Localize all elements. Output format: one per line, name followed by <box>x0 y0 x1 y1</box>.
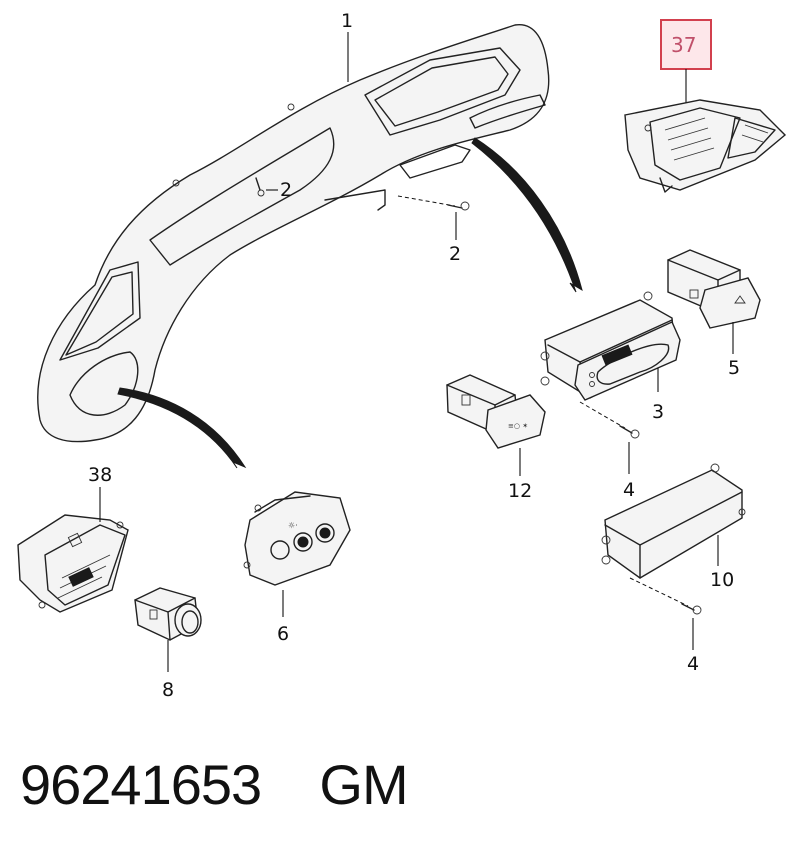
callout-6: 6 <box>277 623 289 645</box>
arrow-icon <box>471 137 583 293</box>
dashboard-panel <box>37 24 550 443</box>
callout-2-lower: 2 <box>449 243 461 265</box>
svg-text:☼·: ☼· <box>288 521 298 530</box>
bezel-6: ☼· <box>243 491 351 586</box>
air-vent-37 <box>624 99 787 193</box>
callout-10: 10 <box>710 569 734 591</box>
arrow-icon <box>117 387 247 469</box>
rotary-switch-8 <box>134 587 202 641</box>
callout-5: 5 <box>728 357 740 379</box>
screw-icon <box>447 201 470 211</box>
footer-caption: 96241653 GM <box>20 752 409 822</box>
callout-38: 38 <box>88 464 112 486</box>
hazard-switch-5 <box>667 249 761 329</box>
brand-name: GM <box>319 753 408 816</box>
air-vent-38 <box>17 514 129 613</box>
callout-8: 8 <box>162 679 174 701</box>
switch-12: ≡○ ✶ <box>446 374 546 449</box>
callout-4-upper: 4 <box>623 479 635 501</box>
module-10 <box>601 463 746 579</box>
clock-module-3 <box>540 291 681 401</box>
part-number: 96241653 <box>20 753 262 816</box>
callout-2-upper: 2 <box>280 179 292 201</box>
svg-text:≡○ ✶: ≡○ ✶ <box>508 422 528 430</box>
callout-3: 3 <box>652 401 664 423</box>
callout-37: 37 <box>671 33 696 57</box>
screw-icon <box>681 603 702 615</box>
callout-12: 12 <box>508 480 532 502</box>
screw-icon <box>255 177 265 197</box>
callout-4-lower: 4 <box>687 653 699 675</box>
screw-icon <box>619 425 640 439</box>
callout-1: 1 <box>341 10 353 32</box>
